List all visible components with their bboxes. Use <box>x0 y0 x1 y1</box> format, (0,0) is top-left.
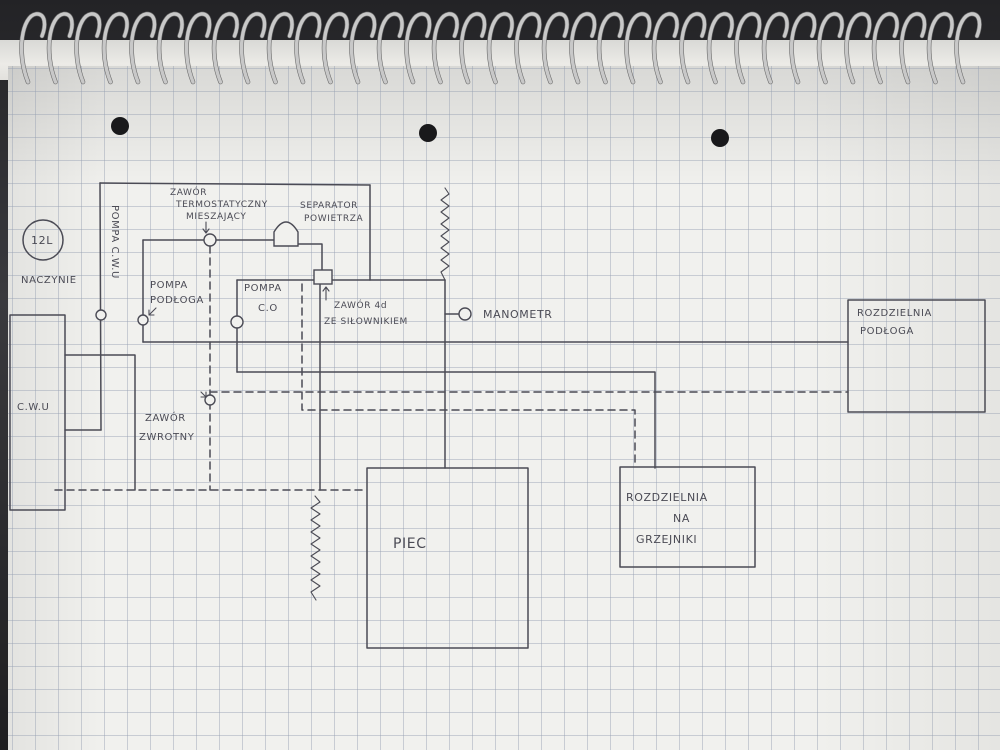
drain-squiggle <box>310 495 321 601</box>
air-separator-label-1: SEPARATOR <box>300 201 358 211</box>
punch-hole <box>419 124 437 142</box>
spiral-coil <box>377 12 404 84</box>
spiral-coil <box>872 12 899 84</box>
spiral-coil <box>762 12 789 84</box>
spiral-coil <box>404 12 432 84</box>
mixing-valve-label-3: MIESZAJĄCY <box>186 212 246 222</box>
pipe-dhw-return <box>64 354 136 491</box>
floor-manifold-label-1: ROZDZIELNIA <box>857 308 932 319</box>
pipe-radiator-supply <box>236 371 656 469</box>
spiral-coil <box>789 12 817 84</box>
spiral-coil <box>514 12 542 84</box>
arrow-left-icon <box>148 307 157 316</box>
spiral-coil <box>129 12 157 84</box>
spiral-coil <box>322 12 349 84</box>
spiral-coil <box>679 12 707 84</box>
dhw-pump-label: POMPA C.W.U <box>109 205 120 279</box>
spiral-coil <box>47 12 74 84</box>
expansion-vessel-label: NACZYNIE <box>21 275 77 286</box>
ch-pump-symbol <box>230 315 244 329</box>
spiral-coil <box>734 12 762 84</box>
expansion-vessel-capacity: 12L <box>31 234 53 247</box>
radiator-manifold-label-3: GRZEJNIKI <box>636 533 697 546</box>
floor-pump-label-2: PODŁOGA <box>150 295 204 306</box>
four-way-valve-symbol <box>313 269 333 285</box>
spiral-coil <box>459 12 487 84</box>
floor-manifold-box <box>847 299 986 413</box>
expansion-vessel-symbol <box>22 219 64 261</box>
spiral-coil <box>899 12 927 84</box>
spiral-coil <box>487 12 514 84</box>
ch-pump-label-1: POMPA <box>244 283 282 294</box>
pipe-dhw-supply <box>99 182 102 431</box>
floor-pump-symbol <box>137 314 149 326</box>
spiral-coil <box>597 12 624 84</box>
arrow-down-icon <box>202 221 210 234</box>
punch-hole <box>711 129 729 147</box>
grid-paper-sheet <box>8 66 1000 750</box>
dhw-tank-box <box>9 314 66 511</box>
radiator-manifold-label-2: NA <box>673 512 690 525</box>
spiral-coil <box>212 12 239 84</box>
spiral-coil <box>707 12 734 84</box>
mixing-valve-label-2: TERMOSTATYCZNY <box>175 200 268 210</box>
boiler-label: PIEC <box>393 536 427 552</box>
four-way-valve-label-1: ZAWÓR 4d <box>334 299 387 311</box>
spiral-coil <box>102 12 129 84</box>
spiral-coil <box>294 12 322 84</box>
spiral-coil <box>927 12 954 84</box>
spiral-coil <box>19 12 47 84</box>
arrow-icon <box>200 391 207 398</box>
spiral-coil <box>239 12 267 84</box>
mixing-valve-symbol <box>203 233 217 247</box>
radiator-manifold-box <box>619 466 756 568</box>
radiator-manifold-label-1: ROZDZIELNIA <box>626 491 708 504</box>
spiral-binding <box>19 11 982 85</box>
check-valve-label-2: ZWROTNY <box>139 432 195 443</box>
spiral-coil <box>157 12 184 84</box>
pressure-gauge-symbol <box>458 307 472 321</box>
spiral-coil <box>844 12 872 84</box>
spiral-coil <box>817 12 844 84</box>
spiral-coil <box>542 12 569 84</box>
floor-pump-label-1: POMPA <box>150 280 188 291</box>
spiral-coil <box>349 12 377 84</box>
dhw-pump-symbol <box>95 309 107 321</box>
air-separator-label-2: POWIETRZA <box>304 214 363 224</box>
spiral-coil <box>954 12 982 84</box>
check-valve-label-1: ZAWÓR <box>145 411 186 424</box>
spiral-coil <box>267 12 294 84</box>
spiral-coil <box>184 12 212 84</box>
pressure-gauge-label: MANOMETR <box>483 308 553 321</box>
air-separator-symbol <box>273 221 299 247</box>
punch-hole <box>111 117 129 135</box>
spiral-coil <box>569 12 597 84</box>
pipe-radiator-return <box>301 283 636 468</box>
spiral-coil <box>74 12 102 84</box>
pipe-separator-outlet <box>297 243 323 271</box>
arrow-up-icon <box>322 286 330 301</box>
spiral-coil <box>624 12 652 84</box>
check-valve-symbol <box>204 394 216 406</box>
four-way-valve-label-2: ZE SIŁOWNIKIEM <box>324 317 408 327</box>
pipe-top-supply <box>99 182 371 186</box>
spiral-coil <box>652 12 679 84</box>
dhw-tank-label: C.W.U <box>17 402 49 413</box>
spiral-coil <box>432 12 459 84</box>
ch-pump-label-2: C.O <box>258 303 278 314</box>
floor-manifold-label-2: PODŁOGA <box>860 326 914 337</box>
mixing-valve-label-1: ZAWÓR <box>170 186 207 198</box>
boiler-box <box>366 467 529 649</box>
flue-squiggle <box>440 187 450 281</box>
